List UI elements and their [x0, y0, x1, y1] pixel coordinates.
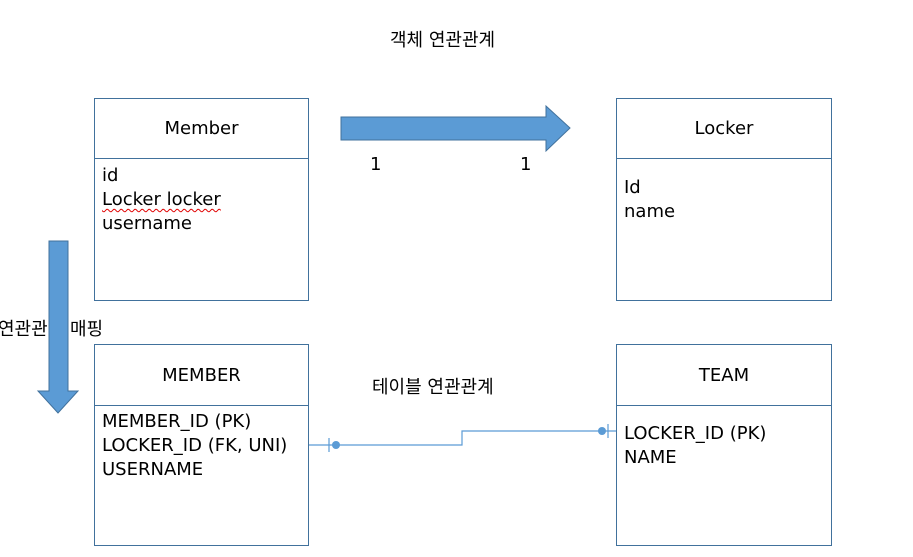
locker-field-name: name: [624, 201, 676, 222]
mapping-arrow-down: [36, 240, 80, 414]
table-relation-title: 테이블 연관관계: [372, 377, 494, 398]
member-table-box[interactable]: MEMBER MEMBER_ID (PK) LOCKER_ID (FK, UNI…: [94, 344, 309, 546]
locker-class-box[interactable]: Locker Id name: [616, 98, 832, 301]
member-class-name: Member: [95, 99, 308, 159]
er-connector-end-dot-right: [598, 427, 606, 435]
member-class-fields: id Locker locker username: [102, 164, 221, 236]
multiplicity-source: 1: [370, 154, 382, 175]
locker-class-fields: Id name: [624, 176, 675, 224]
member-class-box[interactable]: Member id Locker locker username: [94, 98, 309, 301]
member-col-locker-id: LOCKER_ID (FK, UNI): [102, 435, 288, 456]
member-table-name: MEMBER: [95, 345, 308, 406]
team-table-name: TEAM: [617, 345, 831, 406]
locker-field-id: Id: [624, 177, 641, 198]
locker-class-name: Locker: [617, 99, 831, 159]
er-connector: [309, 424, 616, 452]
multiplicity-target: 1: [520, 154, 532, 175]
object-relation-title: 객체 연관관계: [390, 30, 496, 51]
team-col-name: NAME: [624, 447, 677, 468]
er-connector-end-dot-left: [332, 441, 340, 449]
team-table-columns: LOCKER_ID (PK) NAME: [624, 422, 766, 470]
team-col-locker-id: LOCKER_ID (PK): [624, 423, 767, 444]
member-col-username: USERNAME: [102, 459, 204, 480]
member-col-member-id: MEMBER_ID (PK): [102, 411, 252, 432]
team-table-box[interactable]: TEAM LOCKER_ID (PK) NAME: [616, 344, 832, 546]
association-arrow-right: [340, 104, 571, 153]
member-field-id: id: [102, 165, 119, 186]
member-field-locker: Locker locker: [102, 189, 221, 210]
member-field-username: username: [102, 213, 192, 234]
member-table-columns: MEMBER_ID (PK) LOCKER_ID (FK, UNI) USERN…: [102, 410, 287, 482]
